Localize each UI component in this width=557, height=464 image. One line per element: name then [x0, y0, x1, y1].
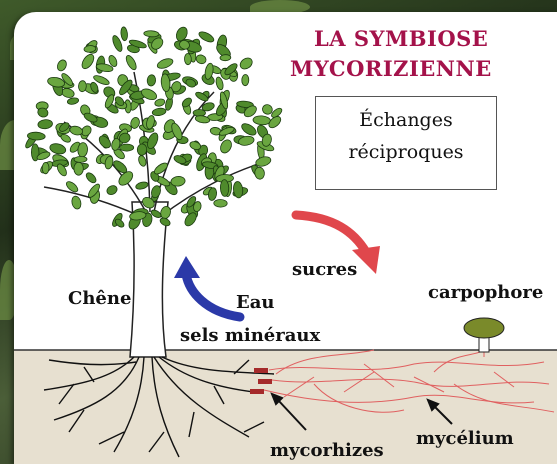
oak-leaf — [97, 134, 113, 150]
oak-leaf — [170, 176, 185, 187]
carpophore-mushroom — [464, 318, 504, 352]
eau-arrow — [174, 256, 240, 317]
oak-leaf — [181, 96, 194, 108]
oak-leaf — [84, 171, 97, 184]
oak-leaf — [145, 115, 155, 130]
oak-leaf — [253, 115, 271, 125]
oak-leaf — [56, 58, 68, 72]
oak-leaf — [137, 144, 147, 156]
oak-leaf — [144, 30, 159, 37]
exchange-box-line2: réciproques — [316, 141, 496, 163]
oak-leaf — [37, 119, 52, 129]
oak-leaf — [147, 74, 157, 86]
oak-leaf — [120, 27, 128, 41]
oak-leaf — [154, 98, 166, 107]
oak-leaf — [214, 199, 228, 207]
tree-foliage — [24, 25, 284, 231]
oak-leaf — [42, 162, 49, 174]
oak-leaf — [195, 53, 208, 65]
oak-leaf — [124, 54, 138, 71]
oak-leaf — [120, 144, 134, 151]
oak-leaf — [238, 56, 254, 72]
label-mycorhizes: mycorhizes — [270, 440, 384, 461]
label-mycelium: mycélium — [416, 428, 514, 449]
oak-leaf — [74, 162, 83, 175]
exchange-box: Échanges réciproques — [315, 96, 497, 190]
oak-leaf — [105, 184, 118, 196]
diagram-card: LA SYMBIOSE MYCORIZIENNE Échanges récipr… — [14, 12, 557, 464]
oak-leaf — [220, 54, 231, 61]
diagram-title-line1: LA SYMBIOSE — [314, 26, 488, 51]
label-sels-mineraux: sels minéraux — [180, 325, 320, 346]
oak-leaf — [240, 121, 258, 137]
oak-leaf — [197, 30, 215, 44]
oak-leaf — [254, 167, 265, 180]
oak-leaf — [78, 81, 86, 92]
oak-leaf — [152, 107, 167, 116]
label-sucres: sucres — [292, 259, 357, 280]
oak-leaf — [156, 57, 174, 71]
label-chene: Chêne — [68, 288, 131, 309]
oak-leaf — [137, 155, 147, 168]
label-eau: Eau — [236, 292, 274, 313]
diagram-title-line2: MYCORIZIENNE — [290, 56, 492, 81]
oak-leaf — [80, 52, 97, 70]
oak-leaf — [49, 142, 67, 155]
label-carpophore: carpophore — [428, 282, 543, 303]
oak-leaf — [184, 53, 191, 64]
oak-leaf — [74, 156, 87, 162]
oak-leaf — [242, 74, 249, 85]
exchange-box-line1: Échanges — [316, 109, 496, 131]
oak-leaf — [193, 109, 206, 116]
oak-leaf — [71, 195, 83, 210]
oak-leaf — [135, 181, 149, 191]
oak-leaf — [220, 179, 229, 196]
oak-leaf — [67, 97, 79, 105]
